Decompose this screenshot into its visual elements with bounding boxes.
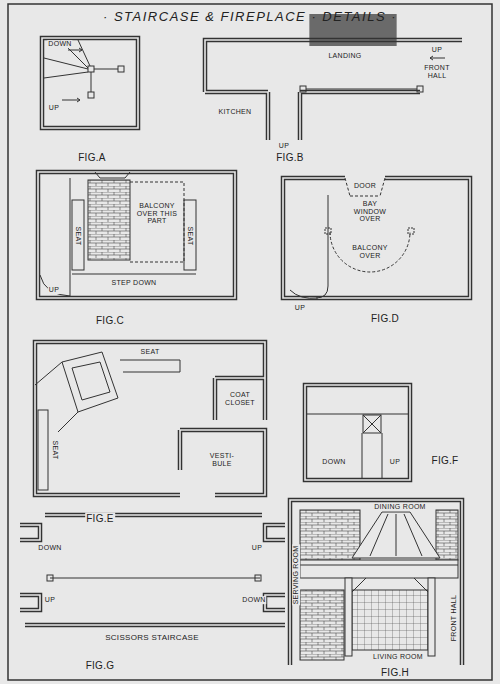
caption-label: SCISSORS STAIRCASE bbox=[104, 634, 200, 643]
room-label: DINING ROOM bbox=[373, 503, 427, 511]
wall-inner bbox=[20, 38, 470, 665]
sheet-frame bbox=[8, 4, 492, 680]
figure-label: FIG.G bbox=[85, 660, 116, 671]
direction-label: UP bbox=[44, 596, 56, 604]
seat-label: SEAT bbox=[51, 440, 59, 461]
room-label: VESTI- BULE bbox=[204, 452, 240, 467]
figure-label: FIG.C bbox=[95, 315, 125, 326]
plan-details bbox=[35, 40, 458, 660]
direction-label: DOWN bbox=[321, 458, 346, 466]
figure-label: FIG.E bbox=[85, 513, 115, 524]
figure-label: FIG.H bbox=[380, 667, 410, 678]
door-label: DOOR bbox=[353, 182, 377, 190]
room-label: KITCHEN bbox=[218, 108, 253, 116]
direction-label: UP bbox=[48, 104, 60, 112]
sheet-title: · STAIRCASE & FIREPLACE · DETAILS · bbox=[0, 9, 500, 24]
seat-label: SEAT bbox=[140, 348, 161, 356]
direction-label: UP bbox=[251, 544, 263, 552]
room-label: FRONT HALL bbox=[450, 594, 458, 642]
note-label: BAY WINDOW OVER bbox=[349, 200, 391, 223]
direction-label: DOWN bbox=[47, 40, 72, 48]
figure-label: FIG.B bbox=[275, 152, 305, 163]
direction-label: UP bbox=[389, 458, 401, 466]
direction-label: UP bbox=[431, 46, 443, 54]
figure-label: FIG.F bbox=[430, 455, 459, 466]
seat-label: SEAT bbox=[74, 226, 82, 247]
room-label: SERVING ROOM bbox=[292, 545, 300, 606]
direction-label: UP bbox=[278, 142, 290, 150]
figure-label: FIG.A bbox=[77, 152, 107, 163]
figure-label: FIG.D bbox=[370, 313, 400, 324]
direction-label: DOWN bbox=[241, 596, 266, 604]
seat-label: SEAT bbox=[186, 226, 194, 247]
direction-label: UP bbox=[294, 304, 306, 312]
note-label: BALCONY OVER bbox=[349, 244, 391, 259]
room-label: FRONT HALL bbox=[421, 64, 453, 79]
direction-label: DOWN bbox=[37, 544, 62, 552]
room-label: LIVING ROOM bbox=[372, 653, 424, 661]
room-label: COAT CLOSET bbox=[219, 391, 261, 406]
wall-outlines bbox=[20, 38, 470, 665]
note-label: STEP DOWN bbox=[111, 279, 158, 287]
note-label: BALCONY OVER THIS PART bbox=[133, 202, 181, 225]
direction-label: UP bbox=[48, 286, 60, 294]
area-label: LANDING bbox=[327, 52, 362, 60]
